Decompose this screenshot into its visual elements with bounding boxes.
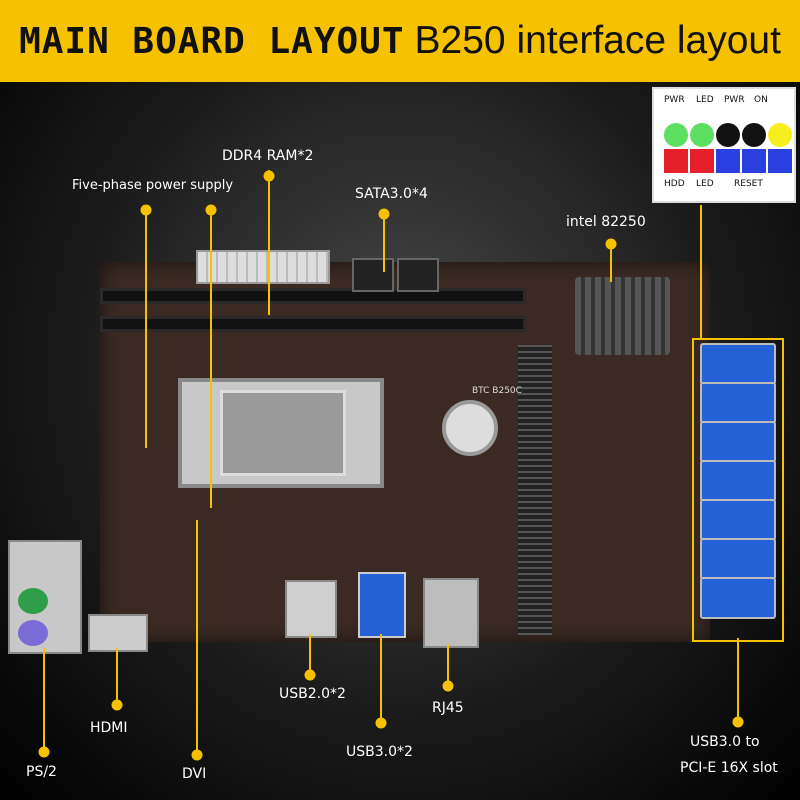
hdmi-port <box>88 614 148 652</box>
usb-pcie-callout-line <box>737 638 739 722</box>
pin-red <box>690 149 714 173</box>
label-dvi: DVI <box>182 766 207 782</box>
pin-green <box>664 123 688 147</box>
panel-label-on: ON <box>754 95 768 105</box>
label-ps2: PS/2 <box>26 764 57 780</box>
rj45-port <box>423 578 479 648</box>
page-title: MAIN BOARD LAYOUT B250 interface layout <box>0 10 800 72</box>
usb3-port <box>700 421 776 463</box>
sata-port-2 <box>397 258 439 292</box>
panel-label-pwr: PWR <box>664 95 685 105</box>
intel-callout-dot <box>605 238 617 250</box>
rj45-callout-line <box>447 644 449 686</box>
usb3-port <box>700 538 776 580</box>
rj45-callout-dot <box>442 680 454 692</box>
pin-black <box>716 123 740 147</box>
pin-blue <box>716 149 740 173</box>
cmos-battery <box>442 400 498 456</box>
atx-power-connector <box>196 250 330 284</box>
usb3-port <box>700 499 776 541</box>
usb2-callout-line <box>309 634 311 674</box>
usb3-port <box>700 577 776 619</box>
label-ddr4: DDR4 RAM*2 <box>222 148 314 164</box>
hdmi-callout-line <box>116 648 118 702</box>
ps2-callout-dot <box>38 746 50 758</box>
pin-blue <box>768 149 792 173</box>
front-panel-legend: PWR LED PWR ON HDD LED RESET <box>652 87 796 203</box>
ps2-callout-line <box>43 648 45 752</box>
title-part-1: MAIN BOARD LAYOUT <box>19 20 405 62</box>
power-callout-line-1 <box>145 208 147 448</box>
label-usb2: USB2.0*2 <box>279 686 346 702</box>
ps2-mouse-port <box>18 588 48 614</box>
pin-yellow <box>768 123 792 147</box>
label-sata: SATA3.0*4 <box>355 186 428 202</box>
power-callout-line-2 <box>210 208 212 508</box>
usb-pcie-callout-dot <box>732 716 744 728</box>
power-callout-dot-1 <box>140 204 152 216</box>
pcie-slot <box>518 345 552 635</box>
ram-slot-1 <box>100 288 526 304</box>
ram-slot-2 <box>100 316 526 332</box>
panel-label-reset: RESET <box>734 179 763 189</box>
pin-black <box>742 123 766 147</box>
sata-callout-line <box>383 210 385 272</box>
ddr4-callout-line <box>268 170 270 315</box>
usb3-port <box>700 460 776 502</box>
panel-label-led: LED <box>696 95 714 105</box>
panel-callout-line <box>700 205 702 338</box>
title-part-2: B250 interface layout <box>414 19 781 62</box>
dvi-callout-dot <box>191 749 203 761</box>
cpu-socket-plate <box>220 390 346 476</box>
label-usb3: USB3.0*2 <box>346 744 413 760</box>
title-bar <box>0 0 800 82</box>
ddr4-callout-dot <box>263 170 275 182</box>
panel-label-led-bottom: LED <box>696 179 714 189</box>
board-model-label: BTC B250C <box>472 386 522 396</box>
intel-callout-line <box>610 240 612 282</box>
dvi-callout-line <box>196 520 198 754</box>
pin-red <box>664 149 688 173</box>
hdmi-callout-dot <box>111 699 123 711</box>
sata-callout-dot <box>378 208 390 220</box>
usb2-callout-dot <box>304 669 316 681</box>
label-hdmi: HDMI <box>90 720 128 736</box>
pin-green <box>690 123 714 147</box>
usb3-callout-line <box>380 634 382 722</box>
sata-port-1 <box>352 258 394 292</box>
panel-label-hdd: HDD <box>664 179 685 189</box>
label-usb3-pcie-line1: USB3.0 to <box>690 734 760 750</box>
label-rj45: RJ45 <box>432 700 464 716</box>
pin-blue <box>742 149 766 173</box>
usb3-port <box>700 382 776 424</box>
panel-label-pwr-2: PWR <box>724 95 745 105</box>
usb2-port <box>285 580 337 638</box>
power-callout-dot-2 <box>205 204 217 216</box>
ps2-keyboard-port <box>18 620 48 646</box>
usb3-callout-dot <box>375 717 387 729</box>
chipset-heatsink <box>575 277 670 355</box>
usb3-rear-port <box>358 572 406 638</box>
label-intel: intel 82250 <box>566 214 646 230</box>
label-power-supply: Five-phase power supply <box>72 178 234 193</box>
usb3-port <box>700 343 776 385</box>
label-usb3-pcie-line2: PCI-E 16X slot <box>680 760 778 776</box>
